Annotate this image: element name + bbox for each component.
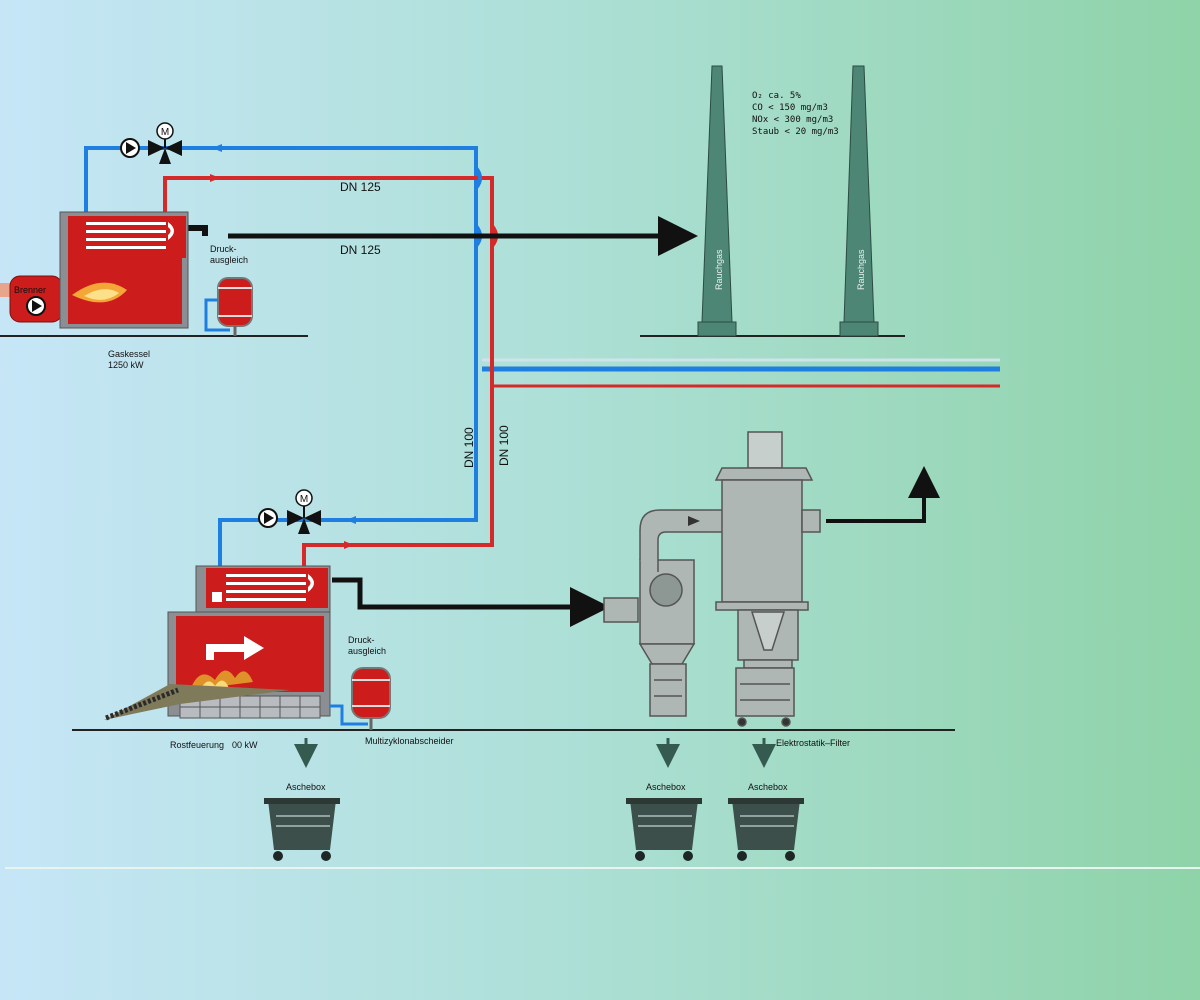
electrostatic-filter — [714, 431, 821, 727]
flow-arrow — [210, 174, 220, 182]
chimney-left-label: Rauchgas — [714, 249, 724, 290]
gas-boiler-power: 1250 kW — [108, 360, 144, 370]
grate-firing-boiler — [104, 565, 331, 721]
ash-box-1-label: Aschebox — [286, 782, 326, 792]
motor-label-bottom: M — [300, 494, 308, 505]
pipe-label-dn100-blue: DN 100 — [462, 427, 476, 468]
electrostatic-filter-label: Elektrostatik–Filter — [776, 738, 850, 748]
pipe-crossing — [474, 166, 482, 190]
flow-arrow — [344, 541, 354, 549]
gas-boiler — [59, 211, 189, 329]
flow-arrow — [212, 144, 222, 152]
chimney-left — [697, 65, 737, 337]
emission-nox: NOx < 300 mg/m3 — [752, 115, 833, 125]
pressure-label-bottom-2: ausgleich — [348, 646, 386, 656]
multicyclone-label: Multizyklonabscheider — [365, 736, 454, 746]
chimney-right-label: Rauchgas — [856, 249, 866, 290]
pipe-label-dn100-red: DN 100 — [497, 425, 511, 466]
pressure-label-top-2: ausgleich — [210, 255, 248, 265]
gas-boiler-return-pipe — [84, 146, 478, 522]
circulation-pump-top — [120, 138, 140, 158]
pressure-vessel-bottom — [330, 667, 391, 730]
ash-box-3 — [728, 798, 804, 861]
ash-box-3-label: Aschebox — [748, 782, 788, 792]
flue-gas-pipe-top — [188, 225, 208, 236]
pipe-label-dn125-red: DN 125 — [340, 180, 381, 194]
pipe-label-dn125-flue: DN 125 — [340, 243, 381, 257]
pressure-label-bottom-1: Druck- — [348, 635, 375, 645]
emission-co: CO < 150 mg/m3 — [752, 103, 828, 113]
chimney-right — [839, 65, 879, 337]
burner: Brenner — [0, 275, 63, 323]
floor-lines — [0, 335, 1200, 869]
mixing-valve-top: M — [148, 122, 182, 164]
emission-dust: Staub < 20 mg/m3 — [752, 127, 839, 137]
mixing-valve-bottom: M — [287, 489, 321, 534]
ash-box-1 — [264, 798, 340, 861]
gas-boiler-name: Gaskessel — [108, 349, 150, 359]
circulation-pump-bottom — [258, 508, 278, 528]
emission-values: O₂ ca. 5% CO < 150 mg/m3 NOx < 300 mg/m3… — [752, 91, 839, 137]
district-network-pipes — [482, 358, 1000, 388]
bottom-return-pipe — [218, 518, 348, 566]
motor-label-top: M — [161, 127, 169, 138]
flue-gas-pipe-bottom — [332, 577, 610, 627]
gas-boiler-supply-pipe — [163, 176, 494, 566]
filter-exhaust-pipe — [826, 466, 940, 523]
pressure-vessel-top — [204, 277, 253, 336]
pressure-label-top-1: Druck- — [210, 244, 237, 254]
grate-firing-label: Rostfeuerung — [170, 740, 224, 750]
grate-firing-power: 00 kW — [232, 740, 258, 750]
flow-arrow — [346, 516, 356, 524]
burner-label: Brenner — [14, 285, 46, 295]
ash-box-2 — [626, 798, 702, 861]
ash-box-2-label: Aschebox — [646, 782, 686, 792]
emission-o2: O₂ ca. 5% — [752, 91, 801, 101]
